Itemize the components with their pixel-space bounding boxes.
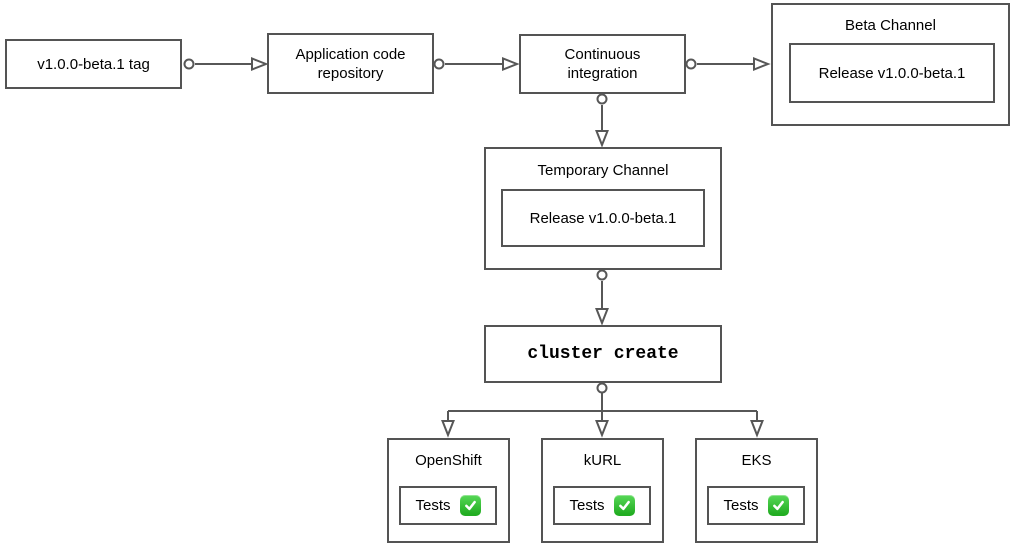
platform-kurl-title: kURL — [583, 452, 622, 469]
check-icon — [613, 495, 635, 516]
node-temporary-release: Release v1.0.0-beta.1 — [501, 189, 705, 247]
cluster-create-label: cluster create — [527, 343, 679, 364]
temporary-release-label: Release v1.0.0-beta.1 — [529, 209, 677, 227]
node-platform-eks: EKS Tests — [695, 438, 818, 543]
eks-tests-label: Tests — [723, 497, 759, 514]
check-icon — [767, 495, 789, 516]
platform-eks-title: EKS — [741, 452, 772, 469]
node-kurl-tests: Tests — [553, 486, 651, 525]
node-beta-release: Release v1.0.0-beta.1 — [789, 43, 995, 103]
arrow-tag-to-repository — [183, 57, 269, 71]
node-eks-tests: Tests — [707, 486, 805, 525]
kurl-tests-label: Tests — [569, 497, 605, 514]
version-tag-label: v1.0.0-beta.1 tag — [37, 55, 150, 73]
ci-label: Continuous integration — [564, 46, 641, 82]
arrow-repository-to-ci — [433, 57, 520, 71]
node-cluster-create: cluster create — [484, 325, 722, 383]
check-icon — [459, 495, 481, 516]
node-continuous-integration: Continuous integration — [519, 34, 686, 94]
arrow-temporary-channel-to-cluster-create — [595, 269, 609, 326]
openshift-tests-label: Tests — [415, 497, 451, 514]
node-openshift-tests: Tests — [399, 486, 497, 525]
node-platform-kurl: kURL Tests — [541, 438, 664, 543]
node-temporary-channel: Temporary Channel Release v1.0.0-beta.1 — [484, 147, 722, 270]
node-beta-channel: Beta Channel Release v1.0.0-beta.1 — [771, 3, 1010, 126]
temporary-channel-title: Temporary Channel — [537, 162, 669, 179]
node-version-tag: v1.0.0-beta.1 tag — [5, 39, 182, 89]
node-application-code-repository: Application code repository — [267, 33, 434, 94]
arrow-cluster-create-to-platforms — [441, 382, 764, 438]
platform-openshift-title: OpenShift — [415, 452, 482, 469]
arrow-ci-to-beta-channel — [685, 57, 771, 71]
node-platform-openshift: OpenShift Tests — [387, 438, 510, 543]
arrow-ci-to-temporary-channel — [595, 93, 609, 148]
beta-channel-title: Beta Channel — [845, 17, 936, 34]
repository-label: Application code repository — [295, 45, 406, 82]
beta-release-label: Release v1.0.0-beta.1 — [818, 64, 966, 82]
